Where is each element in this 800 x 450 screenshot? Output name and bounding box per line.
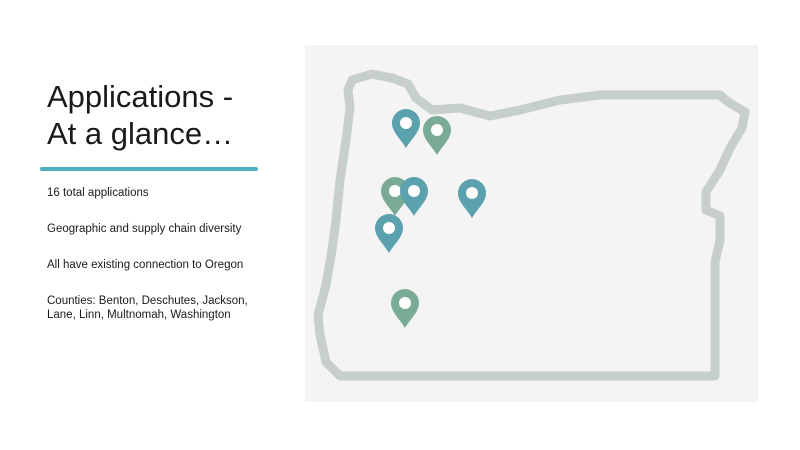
bullet-item: Geographic and supply chain diversity [47,223,242,235]
map-pin-hole [400,117,412,129]
bullet-item: All have existing connection to Oregon [47,259,244,271]
map-pin-hole [389,185,401,197]
title-underline [40,167,258,171]
title-line-1: Applications - [47,79,234,114]
map-pin-hole [466,187,478,199]
map-pin-hole [408,185,420,197]
map-pin-hole [399,297,411,309]
slide-title: Applications - At a glance… [47,78,277,152]
map-pin-hole [431,124,443,136]
map-pin-hole [383,222,395,234]
bullet-list: 16 total applications Geographic and sup… [47,186,262,344]
bullet-item: Counties: Benton, Deschutes, Jackson, La… [47,295,248,321]
oregon-outline [313,69,750,381]
title-line-2: At a glance… [47,116,234,151]
bullet-item: 16 total applications [47,187,149,199]
